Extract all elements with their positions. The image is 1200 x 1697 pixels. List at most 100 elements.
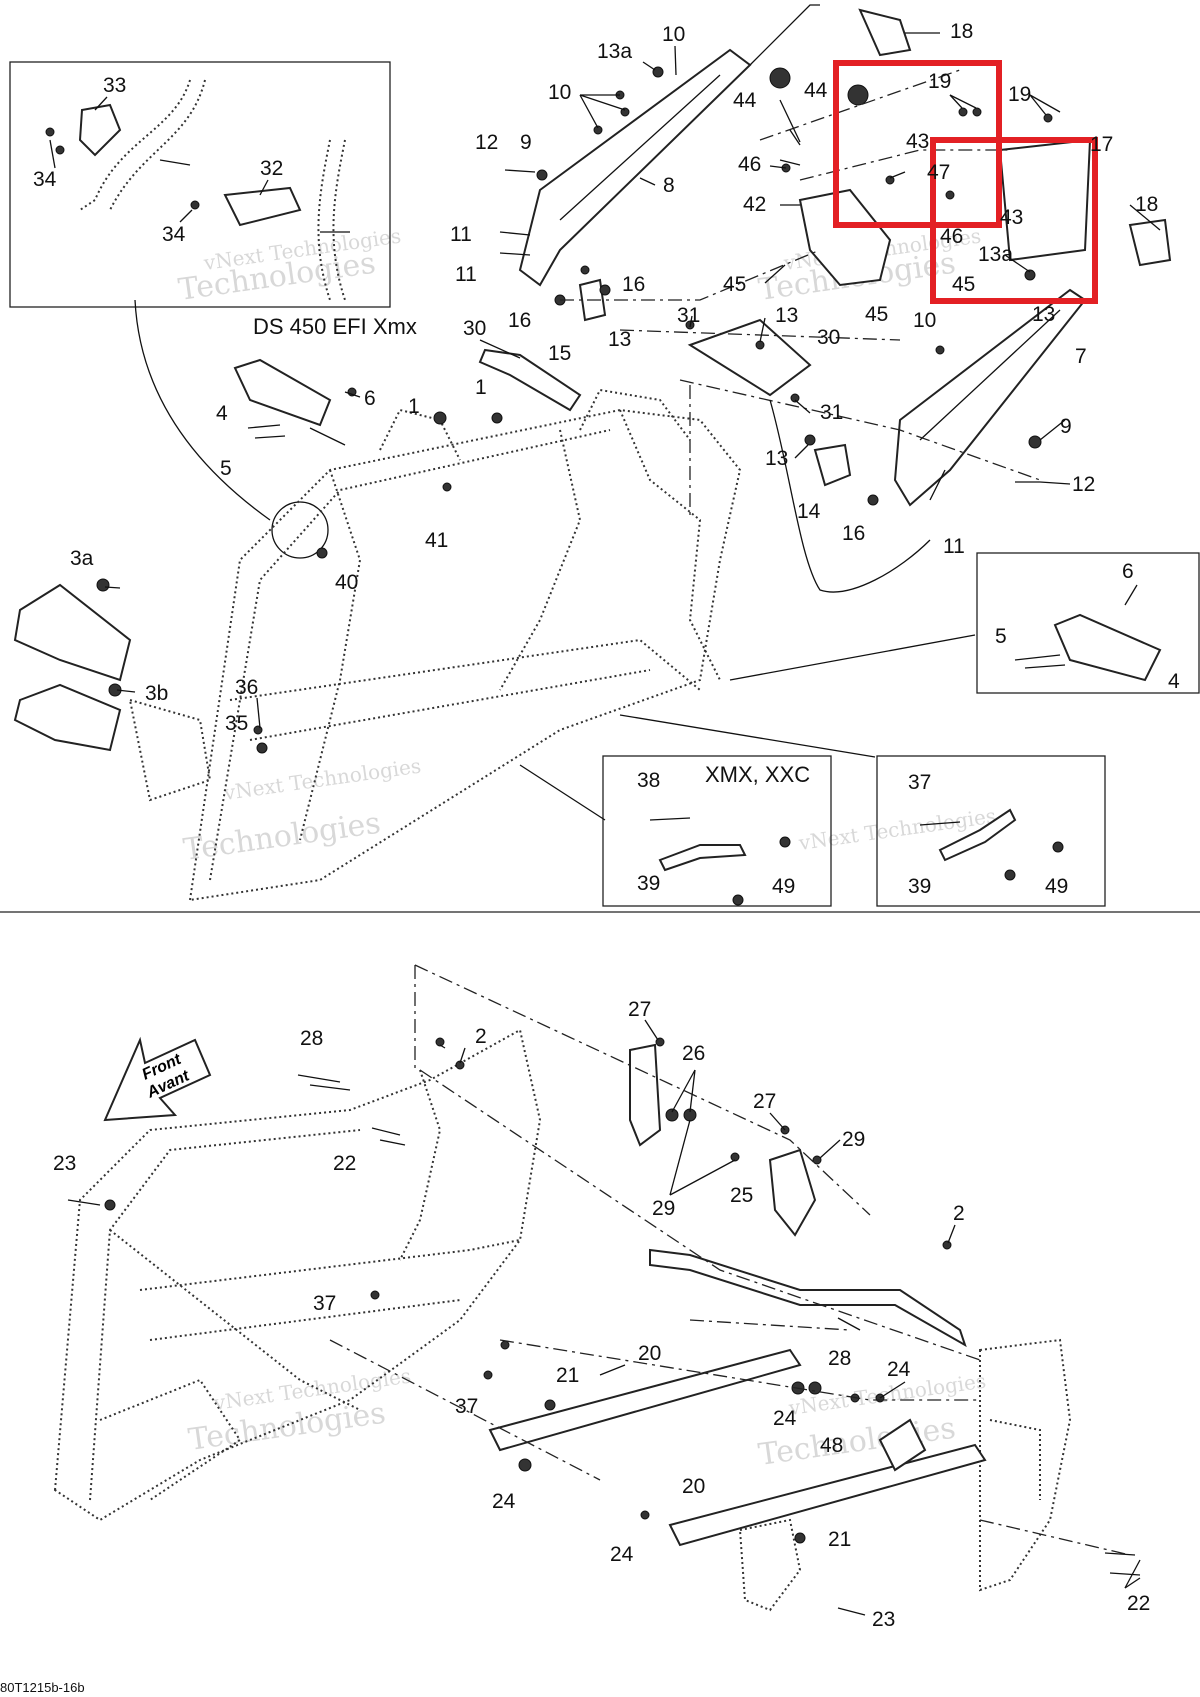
inset-connector-curve <box>134 299 271 521</box>
bracket-26 <box>629 1043 662 1147</box>
hardware-top <box>96 66 1053 754</box>
callout-label: 24 <box>887 1358 911 1381</box>
callout-label: 18 <box>950 20 973 43</box>
clamp-39 <box>938 808 1017 862</box>
bracket-48 <box>878 1418 927 1472</box>
callout-label: 34 <box>162 223 186 246</box>
hardware-bottom <box>67 1037 1141 1616</box>
callout-label: 4 <box>1168 670 1180 693</box>
callout-label: 13 <box>1032 303 1055 326</box>
callout-label: 45 <box>865 303 888 326</box>
callout-label: 1 <box>475 376 487 399</box>
callout-label: 34 <box>33 168 57 191</box>
callout-label: 20 <box>682 1475 705 1498</box>
callout-label: 24 <box>492 1490 516 1513</box>
callout-label: 19 <box>928 70 951 93</box>
callout-label: 10 <box>548 81 571 104</box>
callout-label: 22 <box>1127 1592 1150 1615</box>
callout-label: 45 <box>723 273 746 296</box>
highlight-box-17-43-13a <box>930 137 1098 304</box>
callout-label: 47 <box>927 161 950 184</box>
callout-label: 20 <box>638 1342 661 1365</box>
assembly-lines-bottom <box>329 964 1131 1556</box>
pointer-arrows-top <box>309 129 976 821</box>
clamp-39 <box>658 844 747 872</box>
callout-label: 12 <box>475 131 498 154</box>
rail-20 <box>488 1348 802 1452</box>
frame-rail-8 <box>518 48 752 287</box>
callouts: 33 34 32 34 13a 10 10 12 9 8 11 11 16 16… <box>33 20 1180 1631</box>
bracket-18 <box>858 8 912 57</box>
callout-label: 40 <box>335 571 358 594</box>
callout-label: 25 <box>730 1184 753 1207</box>
callout-label: 44 <box>733 89 757 112</box>
callout-label: 44 <box>804 79 828 102</box>
callout-label: 16 <box>842 522 865 545</box>
callout-label: 49 <box>1045 875 1068 898</box>
inset-box-top-left <box>9 61 391 308</box>
callout-label: 14 <box>797 500 821 523</box>
inset-zoom-circle <box>271 501 329 559</box>
callout-label: 8 <box>663 174 675 197</box>
callout-label: 37 <box>313 1292 336 1315</box>
crossmember-17 <box>998 138 1092 262</box>
callout-label: 10 <box>662 23 685 46</box>
callout-label: 19 <box>1008 83 1031 106</box>
fastener <box>55 145 65 155</box>
callout-label: 27 <box>628 998 651 1021</box>
callout-label: 49 <box>772 875 795 898</box>
callout-label: 4 <box>216 402 228 425</box>
callout-label: 36 <box>235 676 258 699</box>
callout-label: 37 <box>455 1395 478 1418</box>
callout-label: 15 <box>548 342 571 365</box>
callout-label: 13a <box>597 40 632 63</box>
bolt <box>1024 664 1066 669</box>
callout-label: 5 <box>995 625 1007 648</box>
watermark: Technologies <box>181 806 382 868</box>
callout-label: 28 <box>828 1347 851 1370</box>
footpeg-4 <box>233 358 332 427</box>
guard-3a <box>13 583 132 682</box>
callout-label: 43 <box>906 130 929 153</box>
callout-label: 24 <box>773 1407 797 1430</box>
highlight-box-19-43-47 <box>833 60 1002 228</box>
callout-label: 5 <box>220 457 232 480</box>
callout-label: 2 <box>475 1025 487 1048</box>
bracket-25 <box>768 1148 817 1237</box>
callout-label: 46 <box>940 225 963 248</box>
main-frame-bottom <box>53 1028 1072 1612</box>
inset-frame-tube <box>317 139 346 301</box>
callout-label: 33 <box>103 74 126 97</box>
callout-label: 26 <box>682 1042 705 1065</box>
bracket-30 <box>687 318 812 397</box>
callout-label: 28 <box>300 1027 323 1050</box>
fastener <box>1004 869 1016 881</box>
callout-label: 24 <box>610 1543 634 1566</box>
bracket-42 <box>798 188 892 287</box>
bracket-18 <box>1128 218 1172 267</box>
bolt <box>919 821 961 826</box>
callout-label: 22 <box>333 1152 356 1175</box>
callout-label: 21 <box>828 1528 851 1551</box>
callout-label: 11 <box>450 223 472 246</box>
callout-label: 27 <box>753 1090 776 1113</box>
callout-label: 17 <box>1090 133 1113 156</box>
callout-label: 9 <box>1060 415 1072 438</box>
callout-label: 11 <box>943 535 965 558</box>
watermark: vNext Technologies <box>221 754 422 806</box>
callout-label: 32 <box>260 157 283 180</box>
callout-label: 31 <box>820 401 843 424</box>
callout-label: 13 <box>775 304 798 327</box>
inset-box-right-footpeg <box>976 552 1200 694</box>
callout-label: 39 <box>908 875 931 898</box>
callout-label: 21 <box>556 1364 579 1387</box>
callout-label: 16 <box>622 273 645 296</box>
callout-label: 29 <box>842 1128 865 1151</box>
callout-label: 31 <box>677 304 700 327</box>
guard-3b <box>13 683 122 752</box>
callout-label: 16 <box>508 309 531 332</box>
callout-label: 43 <box>1000 206 1023 229</box>
callout-label: 29 <box>652 1197 675 1220</box>
callout-label: 23 <box>53 1152 76 1175</box>
